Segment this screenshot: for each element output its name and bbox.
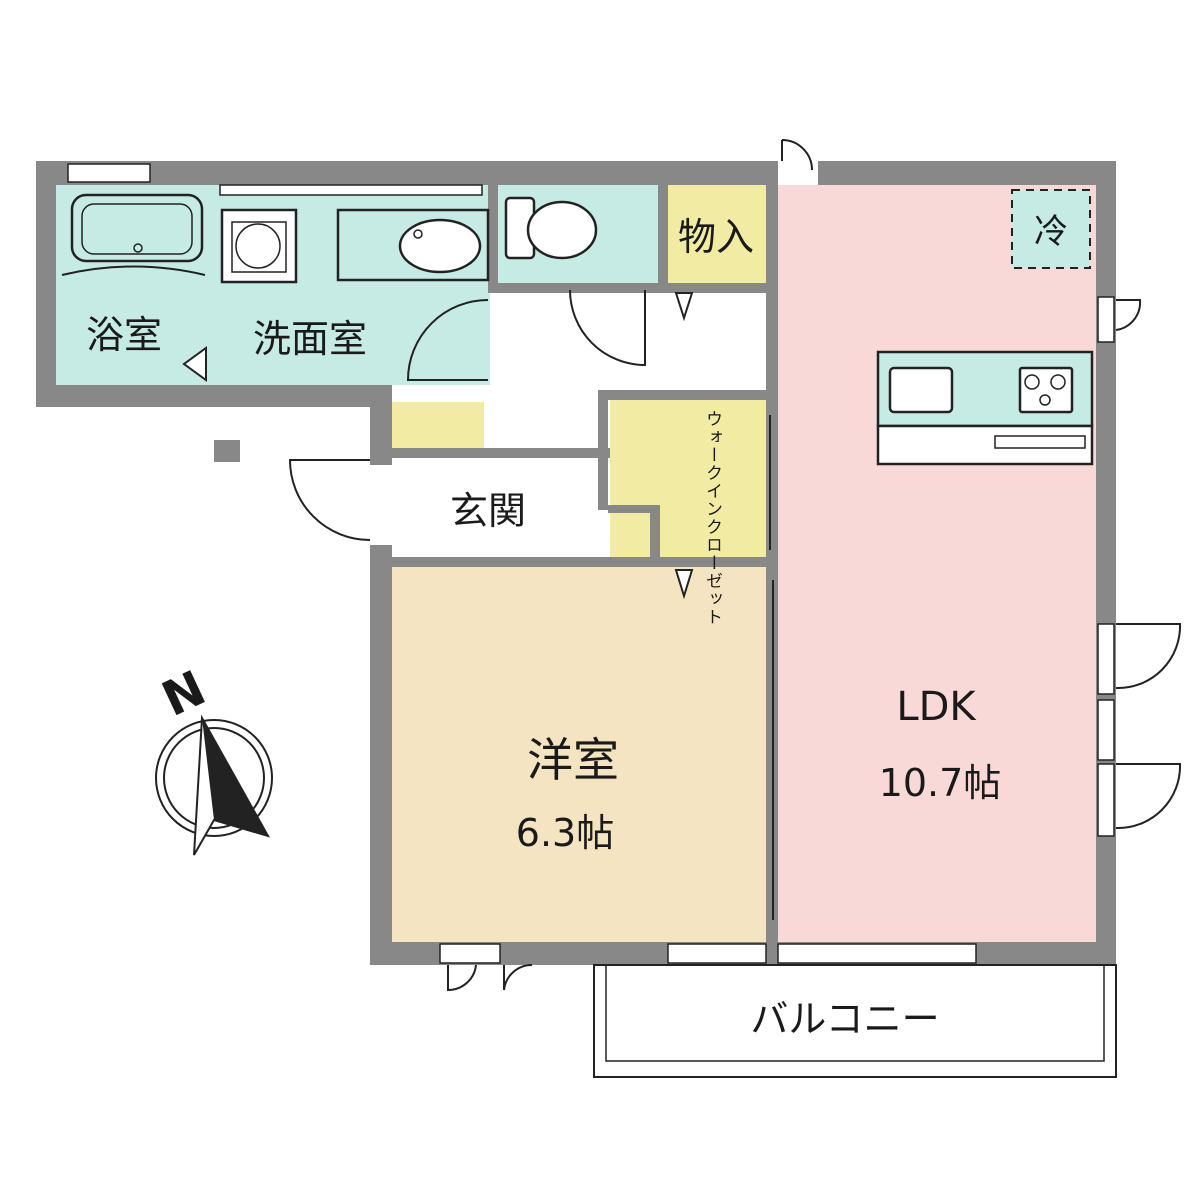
wall	[370, 545, 392, 965]
western-room-area	[392, 567, 766, 942]
balcony	[593, 964, 1117, 1078]
kitchen-peninsula	[876, 424, 1094, 466]
window	[667, 943, 767, 964]
washroom-label: 洗面室	[253, 317, 367, 361]
door-marker	[182, 346, 207, 382]
sink-drain	[413, 229, 423, 239]
bathtub	[70, 193, 204, 263]
balcony-label: バルコニー	[750, 997, 939, 1041]
walk-in-closet-label: ウォークインクローゼット	[702, 410, 722, 626]
storage-area	[668, 185, 768, 283]
bathtub-inner	[81, 203, 193, 255]
door-swing	[1115, 763, 1182, 830]
wall	[392, 557, 770, 567]
bath-divider	[61, 265, 206, 276]
window	[1097, 763, 1115, 837]
wall	[658, 185, 668, 285]
wall	[650, 505, 660, 567]
sink-bowl	[398, 218, 482, 274]
stove	[1018, 366, 1074, 414]
wall	[36, 385, 392, 407]
closet-area	[610, 398, 770, 558]
burner	[1050, 374, 1066, 390]
wall	[1096, 161, 1116, 965]
door-swing	[1115, 623, 1182, 690]
window	[219, 184, 483, 196]
door-swing	[406, 299, 489, 381]
door-marker	[674, 292, 694, 322]
compass-inner-ring	[163, 727, 265, 829]
compass-needle-fill	[202, 718, 268, 836]
openings	[67, 161, 1115, 964]
fridge-label: 冷	[1034, 212, 1068, 252]
door-swing	[288, 459, 371, 541]
fixtures	[61, 189, 1094, 466]
window	[1097, 623, 1115, 695]
window	[1097, 699, 1115, 761]
balcony-outline	[593, 964, 1117, 1078]
storage-label: 物入	[678, 215, 754, 259]
washing-machine-drum	[235, 223, 281, 269]
door-swing	[503, 963, 533, 991]
walls	[36, 161, 1116, 965]
entrance-label: 玄関	[450, 489, 526, 533]
washing-machine-panel	[231, 221, 287, 273]
wall	[598, 390, 770, 400]
window	[439, 943, 501, 964]
door-swing	[1115, 299, 1142, 331]
wall	[598, 390, 608, 510]
western-room-size: 6.3帖	[516, 811, 614, 855]
door-swing	[781, 139, 813, 171]
wall	[488, 283, 768, 293]
wall	[36, 161, 1116, 185]
shoe-storage-area	[392, 402, 484, 448]
fridge-space	[1011, 189, 1091, 269]
wall	[488, 185, 498, 285]
door-swing	[569, 289, 646, 367]
door-swings	[182, 139, 1182, 992]
door-marker	[674, 569, 694, 600]
toilet-bowl	[526, 200, 598, 260]
ldk-label: LDK	[896, 684, 977, 730]
compass-outer-ring	[155, 719, 273, 837]
wall	[370, 385, 392, 465]
north-label: N	[154, 660, 214, 728]
western-room-label: 洋室	[527, 733, 619, 787]
kitchen-rail	[994, 435, 1086, 449]
window	[67, 163, 151, 183]
bathtub-drain	[133, 243, 143, 253]
wall	[766, 185, 778, 942]
ldk-area	[778, 185, 1096, 942]
window	[1097, 296, 1115, 343]
burner	[1039, 394, 1051, 406]
wall	[36, 161, 56, 407]
wall	[214, 440, 240, 462]
washing-machine	[220, 208, 298, 284]
ldk-size: 10.7帖	[879, 761, 1002, 805]
bath-label: 浴室	[86, 313, 162, 357]
balcony-inner	[605, 964, 1105, 1062]
window	[777, 943, 977, 964]
fridge-area	[1012, 190, 1090, 268]
burner	[1024, 374, 1040, 390]
kitchen-sink	[888, 366, 954, 414]
wall	[392, 448, 610, 458]
wall	[608, 505, 658, 513]
compass	[155, 714, 273, 856]
door-swing	[447, 964, 477, 992]
